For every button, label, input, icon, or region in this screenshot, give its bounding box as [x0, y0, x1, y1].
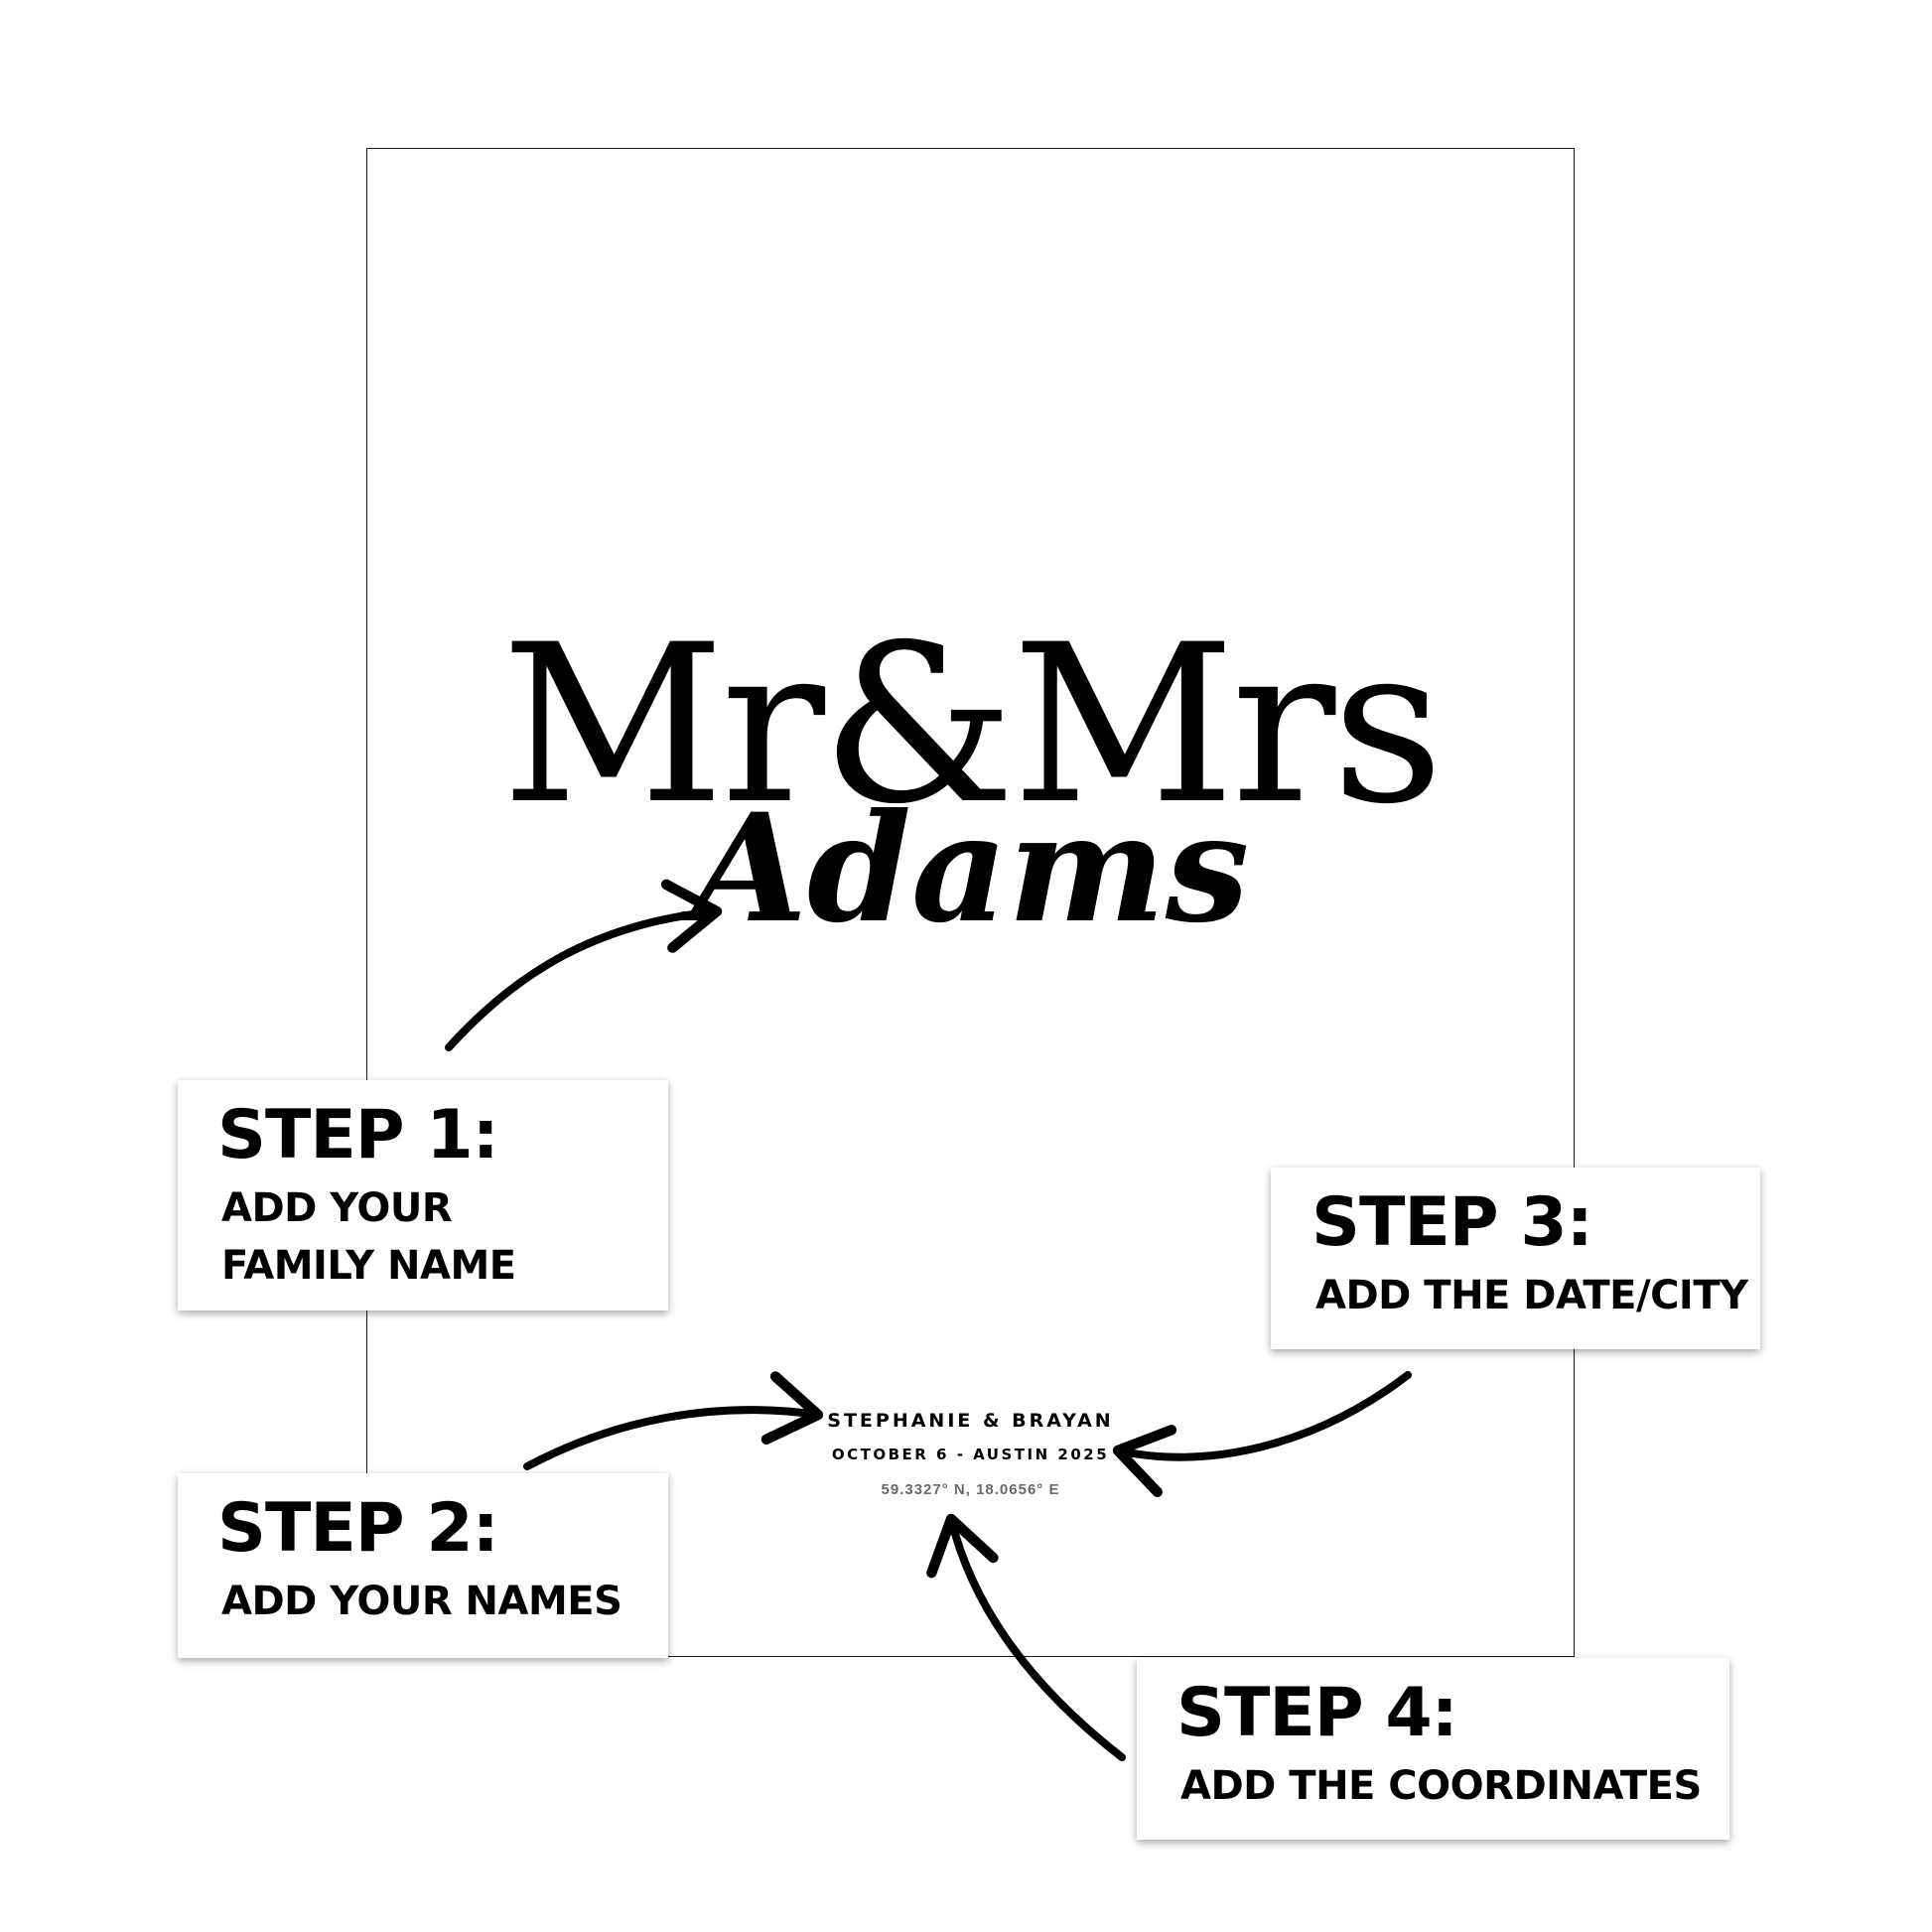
poster-frame: Mr&Mrs Adams STEPHANIE & BRAYAN OCTOBER … [366, 148, 1575, 1657]
step-2-desc-line-1: ADD YOUR NAMES [221, 1579, 622, 1624]
step-1-desc-line-2: FAMILY NAME [221, 1243, 516, 1289]
family-name: Adams [691, 781, 1250, 956]
step-4-desc-line-1: ADD THE COORDINATES [1180, 1763, 1702, 1809]
step-3-desc-line-1: ADD THE DATE/CITY [1315, 1273, 1748, 1318]
step-1-callout: STEP 1: ADD YOUR FAMILY NAME [178, 1080, 668, 1311]
step-3-heading: STEP 3: [1311, 1183, 1593, 1262]
step-2-callout: STEP 2: ADD YOUR NAMES [178, 1473, 668, 1658]
coordinates: 59.3327° N, 18.0656° E [881, 1481, 1060, 1498]
step-2-heading: STEP 2: [217, 1489, 499, 1568]
step-3-callout: STEP 3: ADD THE DATE/CITY [1271, 1168, 1760, 1349]
couple-names: STEPHANIE & BRAYAN [827, 1410, 1114, 1432]
poster-title: Mr&Mrs [500, 598, 1445, 852]
step-4-heading: STEP 4: [1176, 1674, 1458, 1752]
date-city: OCTOBER 6 - AUSTIN 2025 [831, 1446, 1110, 1463]
step-4-callout: STEP 4: ADD THE COORDINATES [1137, 1658, 1729, 1840]
step-1-heading: STEP 1: [217, 1096, 499, 1174]
step-1-desc-line-1: ADD YOUR [221, 1185, 453, 1231]
